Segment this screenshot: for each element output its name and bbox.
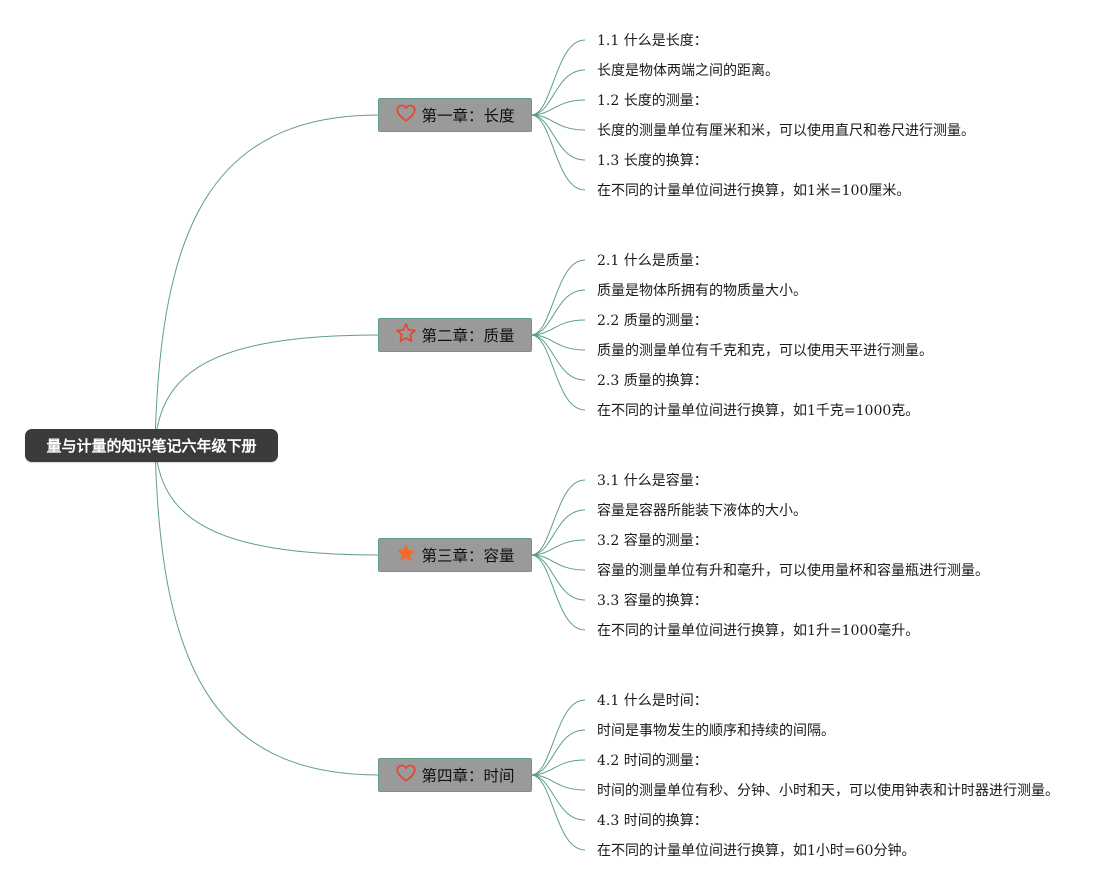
chapter-2-item-6[interactable]: 在不同的计量单位间进行换算，如1千克=1000克。 — [597, 403, 920, 419]
root-to-chapter-1-line — [154, 114, 380, 446]
heart-outline-icon — [396, 764, 417, 782]
chapter-2-topic[interactable]: 第二章：质量 — [378, 318, 532, 352]
chapter-4-to-item-5-line — [530, 774, 586, 821]
chapter-2-to-item-6-line — [530, 334, 586, 411]
star-outline-icon — [396, 323, 417, 343]
chapter-3-to-item-1-line — [530, 479, 586, 556]
chapter-4-icon — [395, 762, 417, 788]
chapter-3-item-5[interactable]: 3.3 容量的换算： — [597, 593, 708, 609]
chapter-3-item-4[interactable]: 容量的测量单位有升和毫升，可以使用量杯和容量瓶进行测量。 — [597, 563, 989, 579]
root-to-chapter-4-line — [154, 444, 380, 776]
chapter-2-to-item-5-line — [530, 334, 586, 381]
chapter-4-to-item-3-line — [530, 759, 586, 776]
chapter-3-item-2[interactable]: 容量是容器所能装下液体的大小。 — [597, 503, 807, 519]
chapter-1-to-item-6-line — [530, 114, 586, 191]
chapter-4-item-4[interactable]: 时间的测量单位有秒、分钟、小时和天，可以使用钟表和计时器进行测量。 — [597, 783, 1059, 799]
chapter-2-title: 第二章：质量 — [421, 327, 515, 345]
chapter-2-item-5[interactable]: 2.3 质量的换算： — [597, 373, 708, 389]
chapter-4-item-1[interactable]: 4.1 什么是时间： — [597, 693, 708, 709]
chapter-2-to-item-4-line — [530, 334, 586, 351]
chapter-1-item-1[interactable]: 1.1 什么是长度： — [597, 33, 708, 49]
chapter-1-item-6[interactable]: 在不同的计量单位间进行换算，如1米=100厘米。 — [597, 183, 911, 199]
chapter-1-icon — [395, 102, 417, 128]
chapter-2-to-item-1-line — [530, 259, 586, 336]
chapter-2-item-3[interactable]: 2.2 质量的测量： — [597, 313, 708, 329]
chapter-4-topic[interactable]: 第四章：时间 — [378, 758, 532, 792]
chapter-3-item-3[interactable]: 3.2 容量的测量： — [597, 533, 708, 549]
heart-outline-icon — [396, 104, 417, 122]
chapter-4-item-5[interactable]: 4.3 时间的换算： — [597, 813, 708, 829]
chapter-4-to-item-2-line — [530, 729, 586, 776]
chapter-1-to-item-3-line — [530, 99, 586, 116]
chapter-4-item-6[interactable]: 在不同的计量单位间进行换算，如1小时=60分钟。 — [597, 843, 916, 859]
chapter-3-to-item-5-line — [530, 554, 586, 601]
chapter-3-item-6[interactable]: 在不同的计量单位间进行换算，如1升=1000毫升。 — [597, 623, 920, 639]
chapter-1-item-5[interactable]: 1.3 长度的换算： — [597, 153, 708, 169]
chapter-1-to-item-1-line — [530, 39, 586, 116]
chapter-3-item-1[interactable]: 3.1 什么是容量： — [597, 473, 708, 489]
chapter-1-item-3[interactable]: 1.2 长度的测量： — [597, 93, 708, 109]
root-to-chapter-3-line — [154, 444, 380, 556]
chapter-3-to-item-4-line — [530, 554, 586, 571]
chapter-4-item-3[interactable]: 4.2 时间的测量： — [597, 753, 708, 769]
chapter-4-to-item-6-line — [530, 774, 586, 851]
chapter-1-to-item-2-line — [530, 69, 586, 116]
star-filled-icon — [397, 544, 416, 562]
chapter-1-to-item-4-line — [530, 114, 586, 131]
chapter-3-to-item-3-line — [530, 539, 586, 556]
root-to-chapter-2-line — [154, 334, 380, 446]
chapter-3-title: 第三章：容量 — [421, 547, 515, 565]
chapter-1-title: 第一章：长度 — [421, 107, 515, 125]
chapter-1-item-4[interactable]: 长度的测量单位有厘米和米，可以使用直尺和卷尺进行测量。 — [597, 123, 975, 139]
chapter-3-to-item-2-line — [530, 509, 586, 556]
chapter-2-icon — [395, 322, 417, 348]
root-topic[interactable]: 量与计量的知识笔记六年级下册 — [25, 429, 278, 462]
chapter-3-topic[interactable]: 第三章：容量 — [378, 538, 532, 572]
chapter-1-item-2[interactable]: 长度是物体两端之间的距离。 — [597, 63, 779, 79]
chapter-1-topic[interactable]: 第一章：长度 — [378, 98, 532, 132]
chapter-4-title: 第四章：时间 — [421, 767, 515, 785]
chapter-2-to-item-3-line — [530, 319, 586, 336]
chapter-4-to-item-4-line — [530, 774, 586, 791]
chapter-2-item-4[interactable]: 质量的测量单位有千克和克，可以使用天平进行测量。 — [597, 343, 933, 359]
chapter-3-icon — [395, 542, 417, 568]
chapter-2-item-2[interactable]: 质量是物体所拥有的物质量大小。 — [597, 283, 807, 299]
chapter-1-to-item-5-line — [530, 114, 586, 161]
chapter-4-item-2[interactable]: 时间是事物发生的顺序和持续的间隔。 — [597, 723, 835, 739]
chapter-4-to-item-1-line — [530, 699, 586, 776]
chapter-3-to-item-6-line — [530, 554, 586, 631]
chapter-2-to-item-2-line — [530, 289, 586, 336]
chapter-2-item-1[interactable]: 2.1 什么是质量： — [597, 253, 708, 269]
